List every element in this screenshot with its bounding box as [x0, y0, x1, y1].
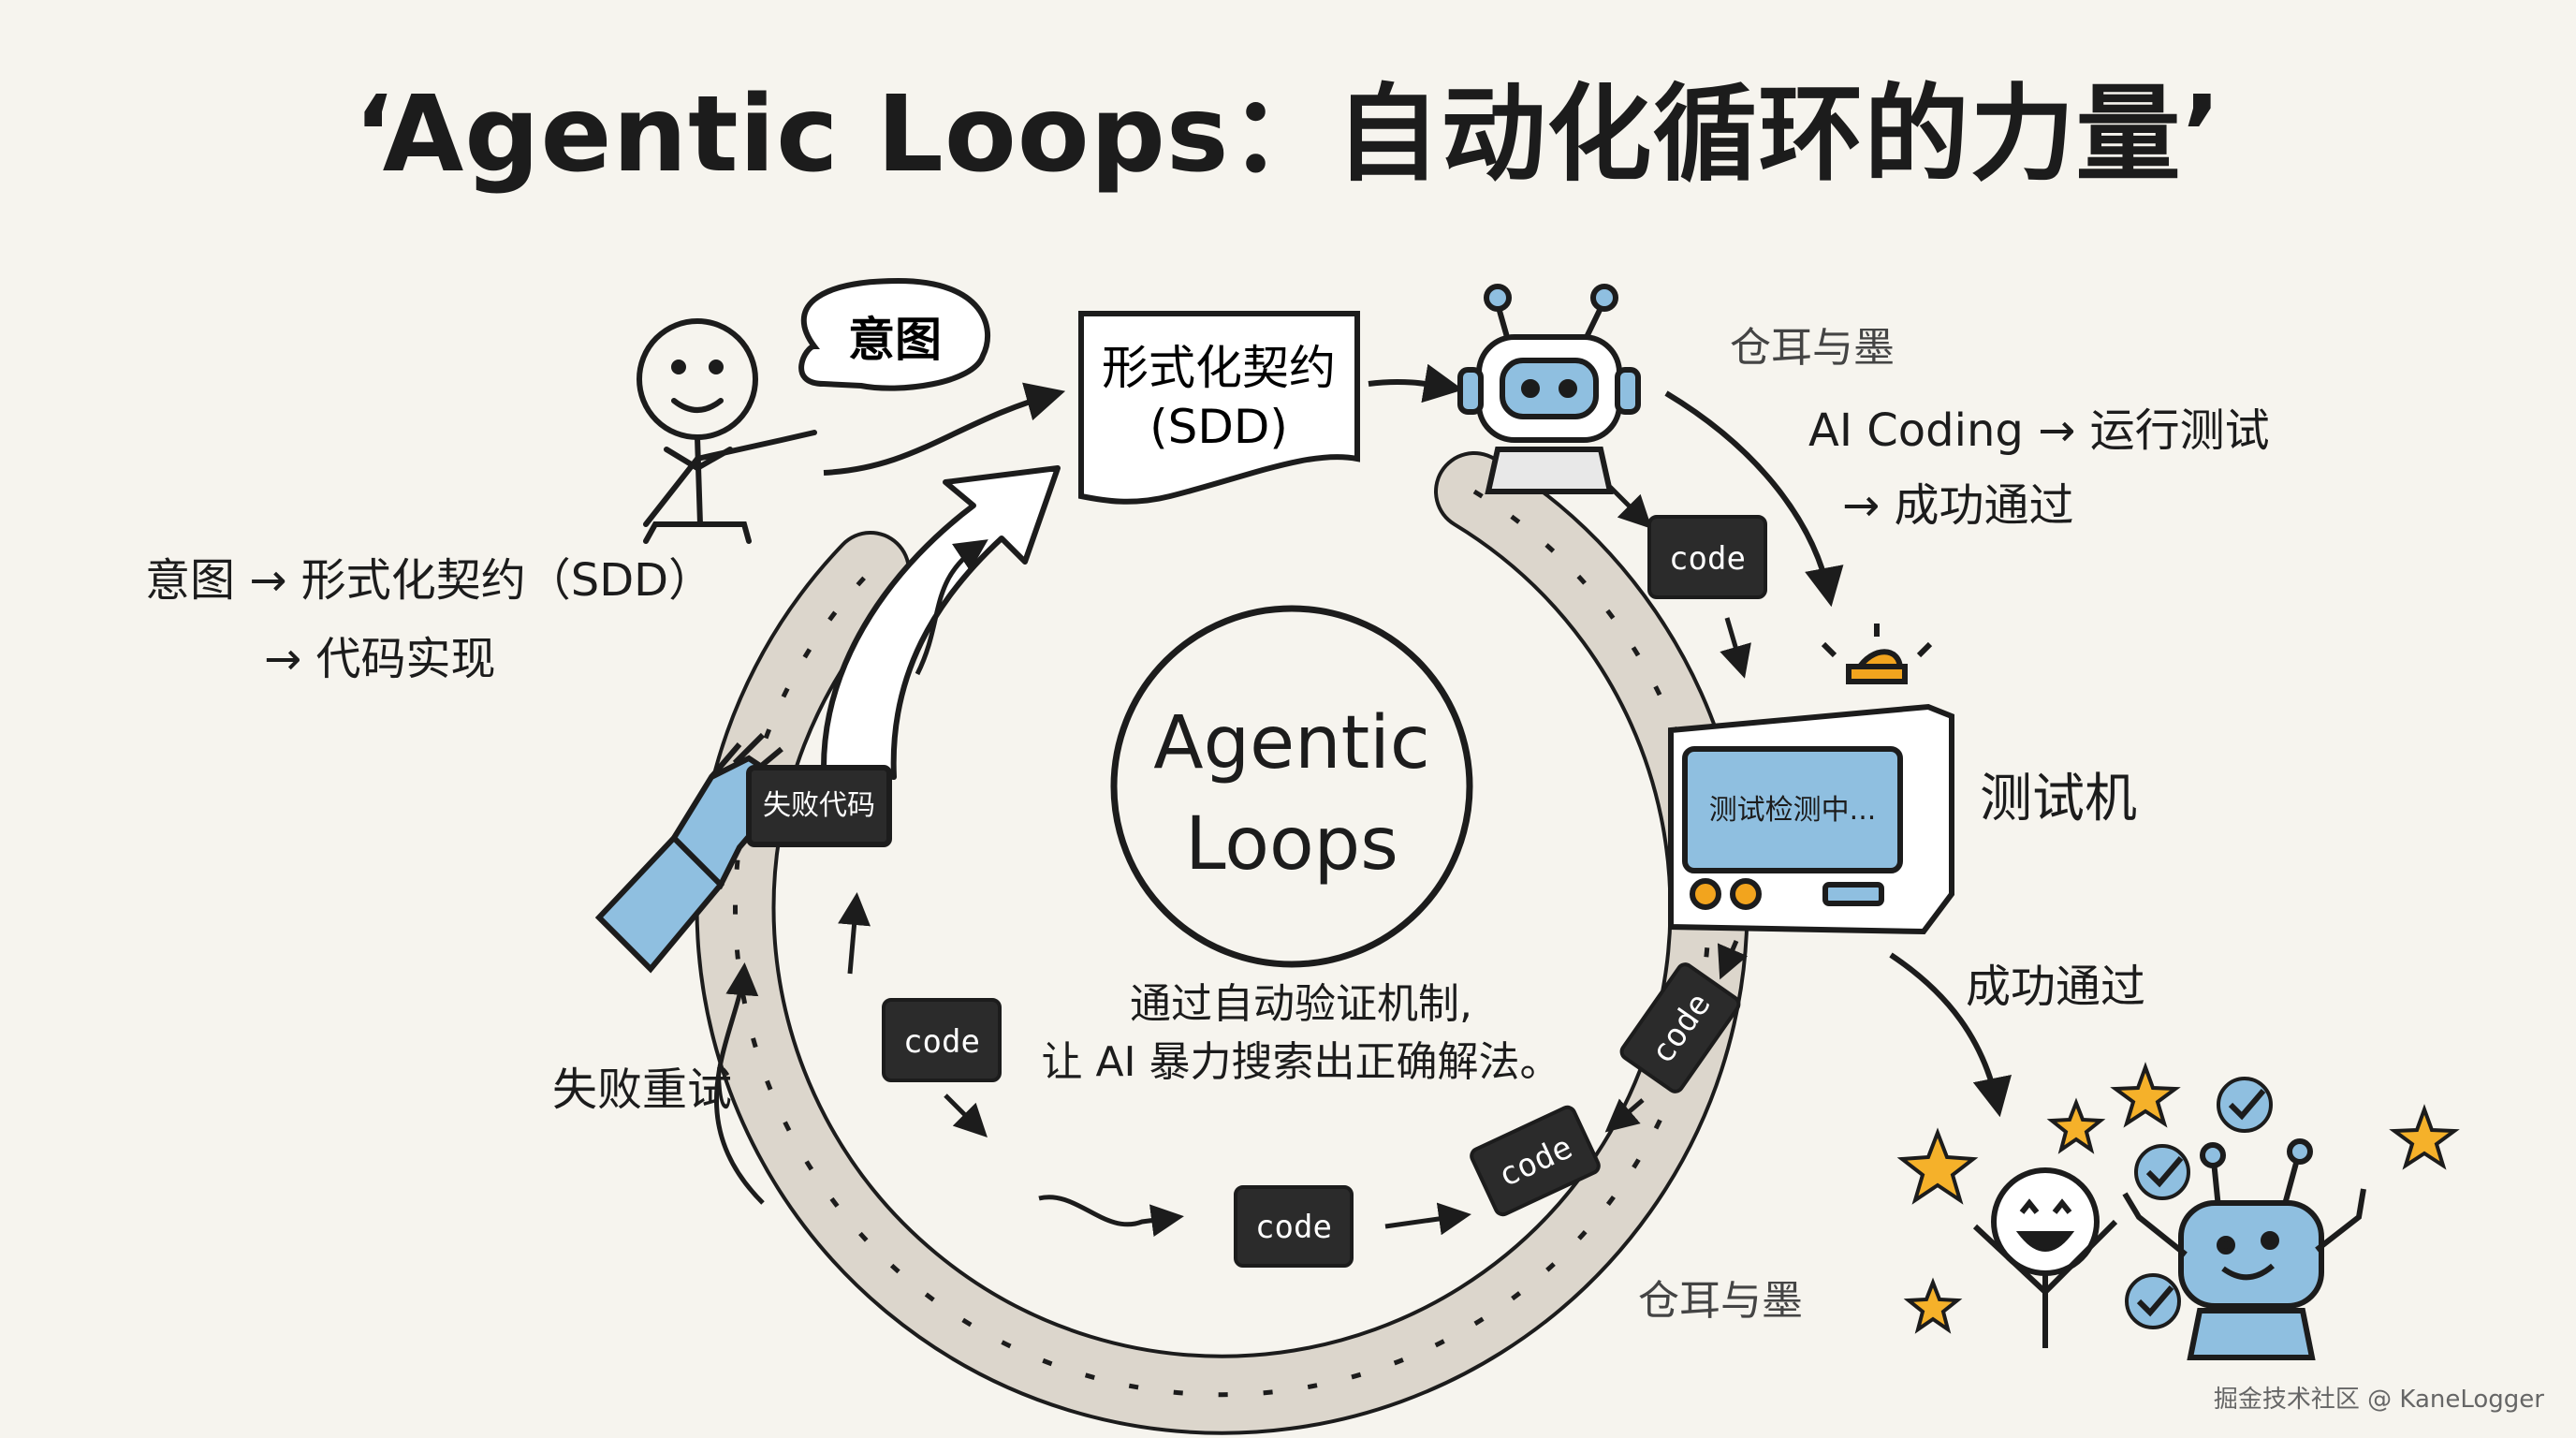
code-tag-5: code	[882, 998, 1002, 1082]
center-note-line1: 通过自动验证机制,	[1130, 980, 1472, 1028]
failed-code-tag: 失败代码	[763, 789, 875, 822]
coding-robot	[1457, 284, 1641, 494]
center-note-line2: 让 AI 暴力搜索出正确解法。	[1041, 1038, 1561, 1086]
tester-label: 测试机	[1980, 769, 2137, 829]
code-tag-4: code	[1234, 1185, 1354, 1268]
left-note-line1: 意图 → 形式化契约（SDD）	[145, 554, 714, 607]
center-note: 通过自动验证机制, 让 AI 暴力搜索出正确解法。	[1011, 976, 1591, 1092]
success-label: 成功通过	[1966, 961, 2146, 1013]
watermark-bottom: 仓耳与墨	[1638, 1277, 1803, 1325]
arrow-to-robot	[1368, 363, 1464, 404]
intent-bubble-text: 意图	[848, 313, 942, 367]
robotic-hand: 失败代码	[594, 732, 892, 974]
left-note-line2: → 代码实现	[264, 633, 496, 685]
check-badges	[2125, 1077, 2273, 1329]
top-right-note-line2: → 成功通过	[1842, 479, 2074, 532]
tester-screen-text: 测试检测中...	[1709, 794, 1877, 827]
intent-bubble: 意图	[798, 277, 991, 391]
test-machine: 测试检测中...	[1668, 624, 1954, 935]
arrow-to-contract	[823, 382, 1066, 476]
code-tag-2: code	[1619, 962, 1741, 1093]
code-tag-3: code	[1470, 1105, 1601, 1217]
contract-line2: (SDD)	[1149, 400, 1288, 454]
svg-text:code: code	[903, 1023, 980, 1061]
belt-arrows	[714, 485, 1751, 1238]
return-arrow	[821, 465, 1061, 780]
center-title-line1: Agentic	[1153, 701, 1430, 785]
top-right-note-line1: AI Coding → 运行测试	[1808, 404, 2270, 457]
retry-label: 失败重试	[552, 1064, 733, 1116]
svg-text:code: code	[1255, 1209, 1332, 1246]
center-circle	[1110, 605, 1473, 968]
svg-text:code: code	[1669, 540, 1746, 578]
code-tag-1: code	[1647, 515, 1767, 599]
watermark-top: 仓耳与墨	[1730, 324, 1895, 372]
footer-credit: 掘金技术社区 @ KaneLogger	[2213, 1386, 2544, 1414]
contract-line1: 形式化契约	[1102, 341, 1336, 395]
person-figure	[637, 318, 817, 544]
stars	[1896, 1062, 2460, 1334]
contract-document: 形式化契约 (SDD)	[1078, 311, 1360, 505]
center-title-line2: Loops	[1185, 802, 1398, 887]
success-celebration	[1972, 1138, 2366, 1360]
arrow-to-success	[1889, 952, 2012, 1118]
center-title: Agentic Loops	[1105, 693, 1479, 895]
page-title: ‘Agentic Loops：自动化循环的力量’	[353, 74, 2223, 196]
arrow-to-tester	[1664, 390, 1844, 608]
